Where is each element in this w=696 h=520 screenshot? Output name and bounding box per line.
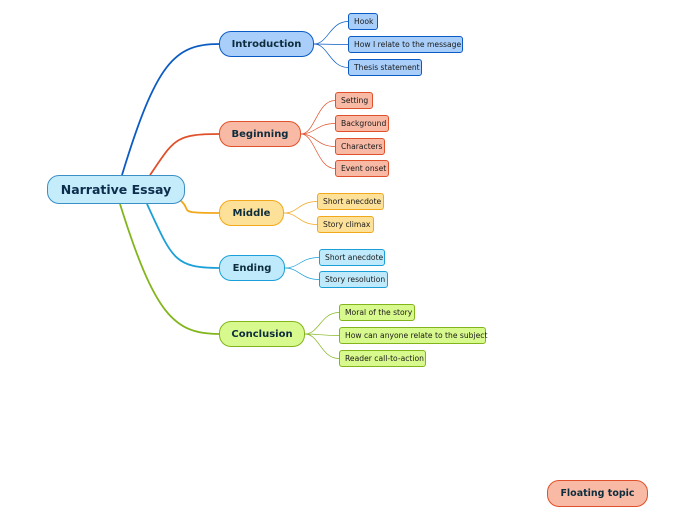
- subtopic-label: Short anecdote: [325, 253, 384, 262]
- subtopic-label: Story climax: [323, 220, 371, 229]
- connector-middle-to-subtopic: [283, 201, 318, 214]
- topic-label: Middle: [232, 207, 271, 219]
- subtopic-label: How can anyone relate to the subject: [345, 331, 488, 340]
- connector-root-to-ending: [146, 203, 220, 269]
- subtopic-label: Reader call-to-action: [345, 354, 424, 363]
- subtopic-label: Thesis statement: [354, 63, 420, 72]
- topic-label: Conclusion: [231, 328, 293, 340]
- topic-node-conclusion[interactable]: Conclusion: [219, 321, 305, 347]
- topic-node-introduction[interactable]: Introduction: [219, 31, 314, 57]
- floating-topic-label: Floating topic: [560, 488, 635, 499]
- connector-ending-to-subtopic: [284, 257, 320, 269]
- connector-root-to-introduction: [121, 43, 220, 176]
- topic-label: Beginning: [231, 128, 289, 140]
- topic-label: Introduction: [231, 38, 302, 50]
- subtopic-node-story-resolution[interactable]: Story resolution: [319, 271, 388, 288]
- subtopic-label: Hook: [354, 17, 374, 26]
- connector-beginning-to-subtopic: [300, 123, 336, 135]
- floating-topic-node[interactable]: Floating topic: [547, 480, 648, 507]
- subtopic-node-short-anecdote[interactable]: Short anecdote: [317, 193, 384, 210]
- topic-node-beginning[interactable]: Beginning: [219, 121, 301, 147]
- topic-node-ending[interactable]: Ending: [219, 255, 285, 281]
- connector-root-to-beginning: [149, 133, 220, 176]
- subtopic-label: Moral of the story: [345, 308, 413, 317]
- central-topic-label: Narrative Essay: [60, 182, 172, 197]
- subtopic-node-event-onset[interactable]: Event onset: [335, 160, 389, 177]
- subtopic-node-how-i-relate-to-the-message[interactable]: How I relate to the message: [348, 36, 463, 53]
- subtopic-label: Story resolution: [325, 275, 386, 284]
- central-topic-node[interactable]: Narrative Essay: [47, 175, 185, 204]
- subtopic-node-characters[interactable]: Characters: [335, 138, 385, 155]
- subtopic-node-setting[interactable]: Setting: [335, 92, 373, 109]
- connector-introduction-to-subtopic: [313, 43, 349, 45]
- connector-middle-to-subtopic: [283, 212, 318, 225]
- connector-introduction-to-subtopic: [313, 43, 349, 68]
- subtopic-label: How I relate to the message: [354, 40, 462, 49]
- connector-beginning-to-subtopic: [300, 100, 336, 135]
- subtopic-node-story-climax[interactable]: Story climax: [317, 216, 374, 233]
- subtopic-node-background[interactable]: Background: [335, 115, 389, 132]
- subtopic-label: Short anecdote: [323, 197, 382, 206]
- connector-ending-to-subtopic: [284, 267, 320, 280]
- connector-root-to-conclusion: [119, 203, 220, 335]
- connector-introduction-to-subtopic: [313, 21, 349, 45]
- subtopic-label: Setting: [341, 96, 369, 105]
- connector-conclusion-to-subtopic: [304, 312, 340, 335]
- subtopic-label: Event onset: [341, 164, 387, 173]
- subtopic-node-hook[interactable]: Hook: [348, 13, 378, 30]
- connector-root-to-middle: [179, 199, 220, 214]
- subtopic-node-moral-of-the-story[interactable]: Moral of the story: [339, 304, 415, 321]
- topic-node-middle[interactable]: Middle: [219, 200, 284, 226]
- topic-label: Ending: [232, 262, 272, 274]
- subtopic-node-reader-call-to-action[interactable]: Reader call-to-action: [339, 350, 426, 367]
- subtopic-label: Background: [341, 119, 387, 128]
- subtopic-label: Characters: [341, 142, 383, 151]
- connector-conclusion-to-subtopic: [304, 333, 340, 359]
- connector-beginning-to-subtopic: [300, 133, 336, 169]
- subtopic-node-short-anecdote[interactable]: Short anecdote: [319, 249, 385, 266]
- subtopic-node-thesis-statement[interactable]: Thesis statement: [348, 59, 422, 76]
- connector-conclusion-to-subtopic: [304, 333, 340, 336]
- subtopic-node-how-can-anyone-relate-to-the-subject[interactable]: How can anyone relate to the subject: [339, 327, 488, 344]
